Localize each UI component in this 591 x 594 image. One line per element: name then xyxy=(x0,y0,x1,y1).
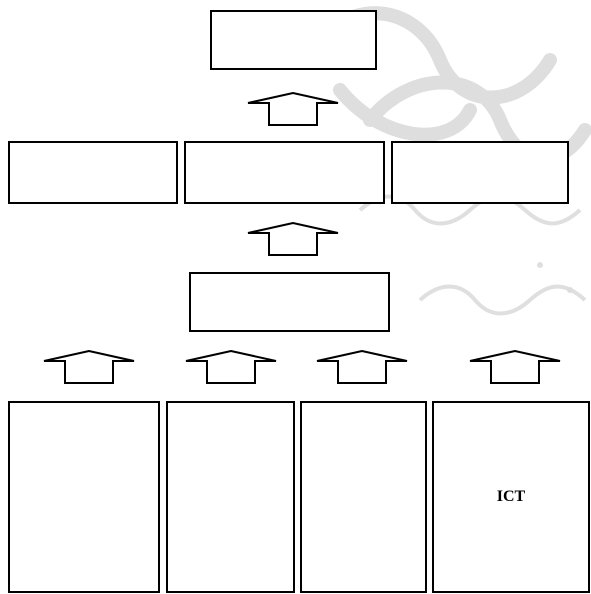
up-arrow-icon xyxy=(43,350,135,384)
lower-box xyxy=(189,272,390,332)
top-box xyxy=(210,10,377,70)
bottom-box-1 xyxy=(8,401,160,593)
bottom-box-3 xyxy=(300,401,427,593)
ict-label: ICT xyxy=(496,488,526,505)
bottom-box-2 xyxy=(166,401,295,593)
up-arrow-icon xyxy=(185,350,277,384)
up-arrow-icon xyxy=(247,222,339,256)
middle-box-3 xyxy=(391,141,569,204)
middle-box-2 xyxy=(184,141,385,204)
bottom-box-ict: ICT xyxy=(432,401,590,593)
up-arrow-icon xyxy=(469,350,561,384)
up-arrow-icon xyxy=(247,92,339,126)
middle-box-1 xyxy=(8,141,178,204)
up-arrow-icon xyxy=(316,350,408,384)
